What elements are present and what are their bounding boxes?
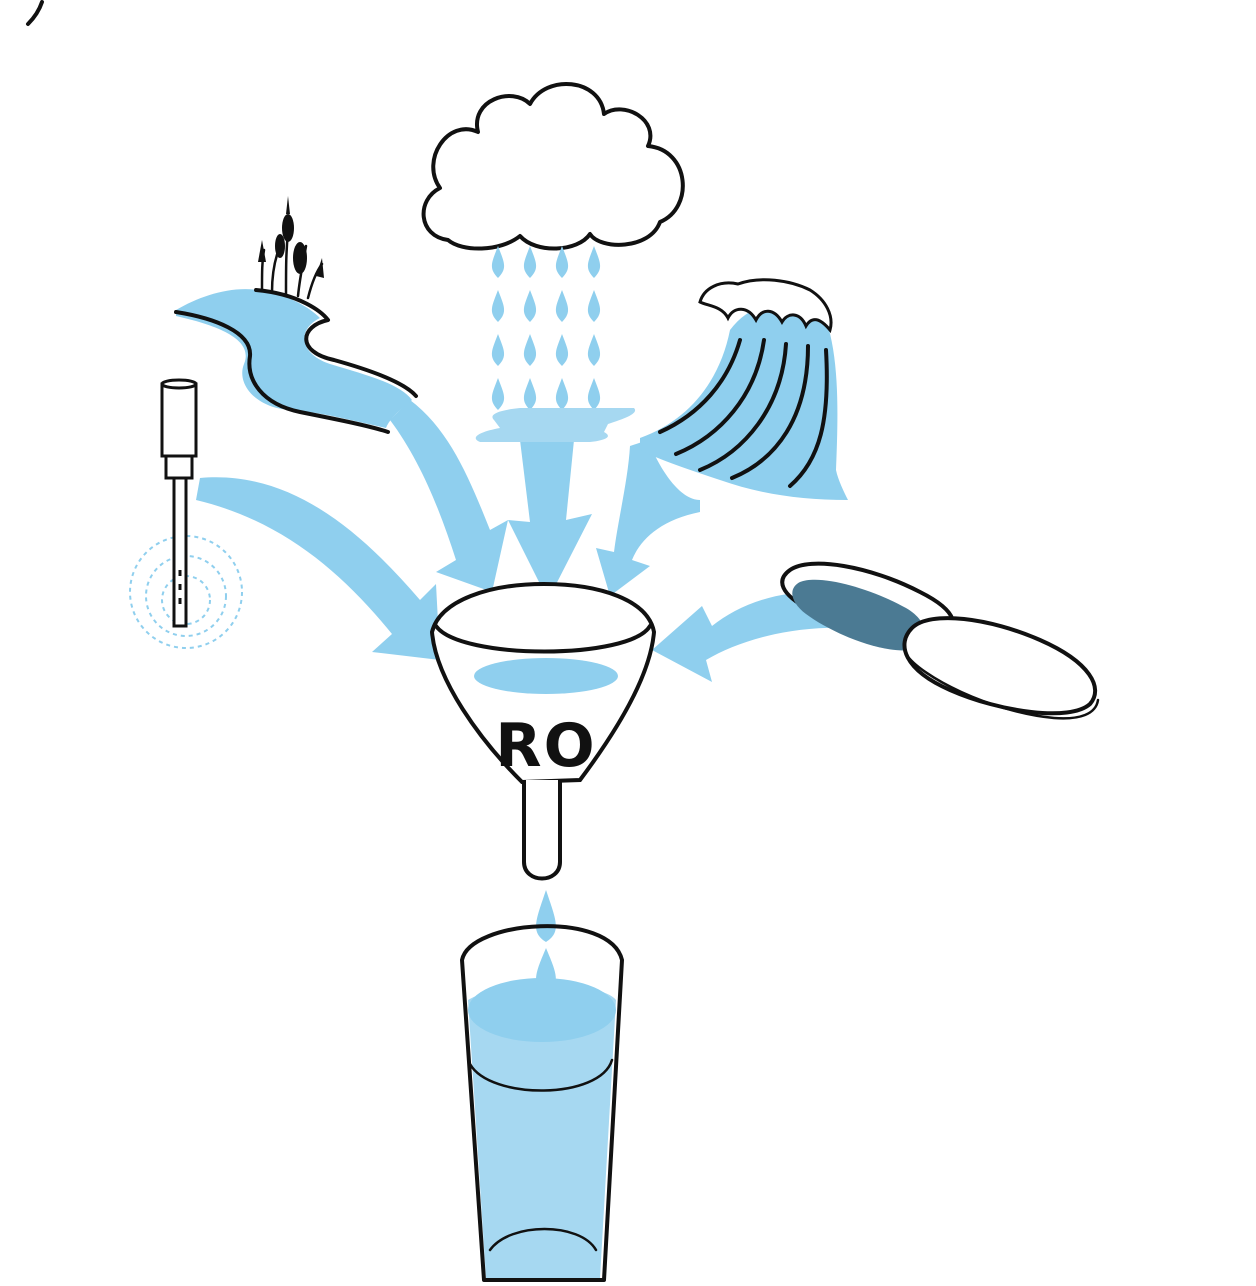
cattail-reeds-icon <box>258 196 324 298</box>
arrow-from-river <box>390 400 508 592</box>
raindrops <box>492 246 600 410</box>
groundwater-well-source <box>130 380 242 648</box>
ro-funnel: RO <box>432 584 654 879</box>
funnel-stem <box>524 780 560 879</box>
petri-dish-base <box>904 618 1095 713</box>
river-water <box>176 289 412 428</box>
well-pipe-icon <box>162 380 196 626</box>
ocean-source <box>640 280 848 500</box>
drinking-glass <box>462 926 622 1280</box>
petri-dish-source <box>782 564 1098 719</box>
rain-puddle <box>476 408 635 442</box>
funnel-water <box>474 658 618 694</box>
arrow-from-well <box>196 477 440 660</box>
arrow-from-rain <box>508 440 592 600</box>
cloud-icon <box>424 84 683 249</box>
glass-water-surface <box>468 978 616 1042</box>
funnel-label: RO <box>495 711 596 781</box>
river-source <box>176 196 416 432</box>
corner-mark <box>28 2 42 24</box>
rain-source <box>424 84 683 442</box>
